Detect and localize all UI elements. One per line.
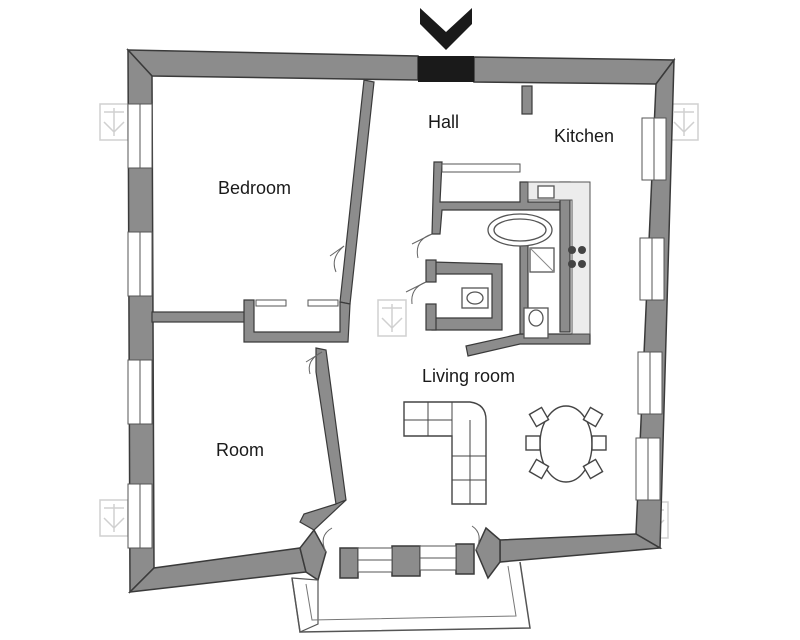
chair bbox=[528, 458, 550, 480]
chair bbox=[591, 435, 607, 451]
shower-icon bbox=[529, 247, 555, 273]
closet-doors bbox=[255, 299, 339, 307]
dining-table bbox=[525, 405, 607, 483]
room-label-hall: Hall bbox=[428, 112, 459, 132]
toilet-icon bbox=[461, 287, 489, 309]
kitchen-counter bbox=[527, 181, 591, 335]
watermark-logo-icon bbox=[99, 103, 129, 141]
door-room bbox=[305, 351, 323, 375]
window-left bbox=[127, 103, 153, 549]
chair bbox=[582, 458, 604, 480]
sofa bbox=[403, 401, 487, 505]
stove-burner-icon bbox=[568, 260, 576, 268]
stove-burner-icon bbox=[578, 260, 586, 268]
watermark-logo-icon bbox=[99, 499, 129, 537]
door-bedroom bbox=[329, 245, 345, 273]
chair bbox=[525, 435, 541, 451]
door-bathroom bbox=[411, 233, 433, 259]
balcony bbox=[291, 561, 531, 633]
toilet-icon bbox=[523, 307, 549, 339]
chevron-down-icon bbox=[420, 8, 472, 50]
exterior-walls bbox=[126, 48, 676, 594]
room-label-bedroom: Bedroom bbox=[218, 178, 291, 198]
room-label-kitchen: Kitchen bbox=[554, 126, 614, 146]
watermark-logo-icon bbox=[377, 299, 407, 337]
window-right bbox=[635, 117, 667, 501]
room-label-room: Room bbox=[216, 440, 264, 460]
door-wc bbox=[405, 281, 427, 305]
chair bbox=[582, 406, 604, 428]
door-balcony bbox=[322, 525, 480, 553]
hall-window bbox=[441, 163, 521, 173]
chair bbox=[528, 406, 550, 428]
interior-walls bbox=[151, 79, 591, 531]
sink-icon bbox=[537, 185, 555, 199]
watermark-logo-icon bbox=[669, 103, 699, 141]
window-bottom bbox=[357, 545, 457, 573]
entrance-door bbox=[418, 56, 474, 82]
room-label-living-room: Living room bbox=[422, 366, 515, 386]
stove-burner-icon bbox=[578, 246, 586, 254]
stove-burner-icon bbox=[568, 246, 576, 254]
